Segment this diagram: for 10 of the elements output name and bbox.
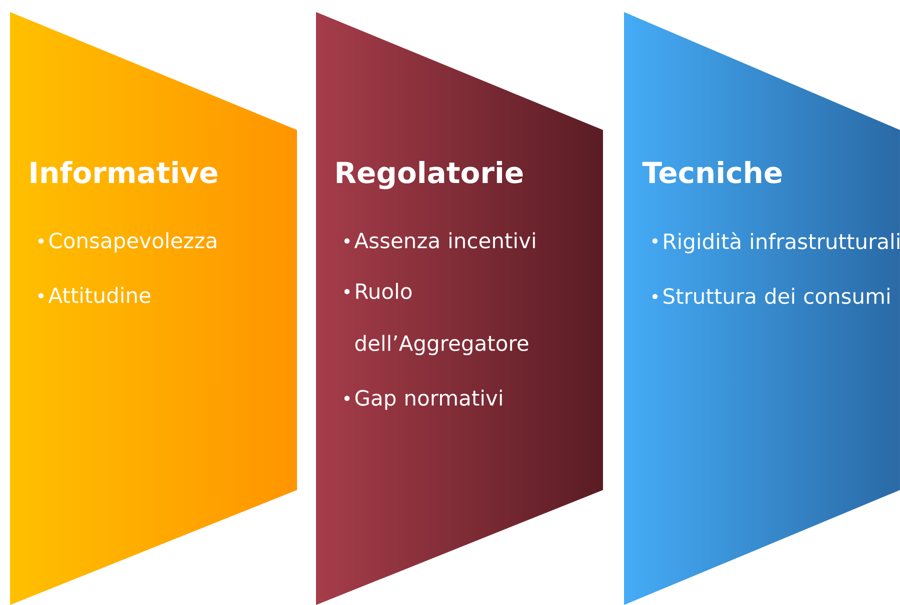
heading: Informative [30, 160, 218, 184]
bullet-item: Rigidità infrastrutturali [652, 232, 900, 254]
bullet-item: Attitudine [38, 286, 150, 304]
bullet-item: Gap normativi [344, 390, 502, 410]
bullet-item: Struttura dei consumi [652, 288, 890, 304]
heading: Regolatorie [336, 160, 523, 190]
heading: Tecniche [642, 160, 782, 184]
bullet-item: Ruolo dell’Aggregatore [344, 282, 528, 356]
bullet-item: Assenza incentivi [344, 232, 535, 248]
bullet-item: Consapevolezza [38, 232, 216, 253]
